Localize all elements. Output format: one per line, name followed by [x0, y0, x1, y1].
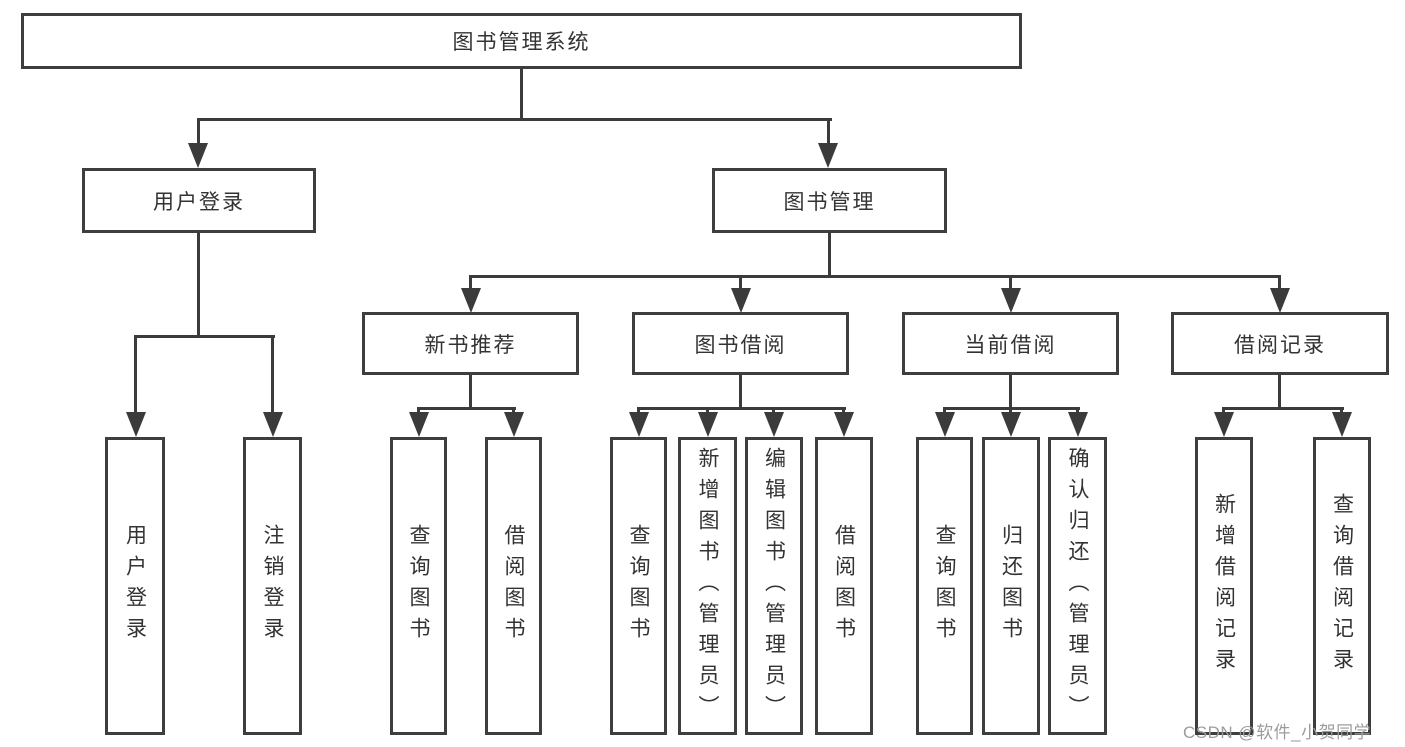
node-new-book-recommendation-label: 新书推荐 — [424, 333, 517, 357]
edge-borrowing-stem — [739, 375, 742, 410]
arrowhead-query-books-borrowing — [629, 412, 649, 437]
leaf-query-books-recommend-label: 查询图书 — [407, 524, 430, 648]
node-current-borrowing-label: 当前借阅 — [964, 333, 1057, 357]
leaf-query-books-current: 查询图书 — [916, 437, 973, 735]
edge-drop-add-borrow-record — [1222, 407, 1225, 416]
leaf-query-books-borrowing: 查询图书 — [610, 437, 667, 735]
arrowhead-query-borrow-record — [1332, 412, 1352, 437]
arrowhead-edit-books-admin — [764, 412, 784, 437]
edge-root-drop-book-management — [827, 118, 830, 145]
csdn-watermark: CSDN @软件_小贺同学 — [1183, 723, 1372, 742]
leaf-edit-books-admin-label: 编辑图书（管理员） — [762, 446, 786, 726]
leaf-query-borrow-record: 查询借阅记录 — [1313, 437, 1371, 735]
edge-current-stem — [1009, 375, 1012, 410]
leaf-add-books-admin-label: 新增图书（管理员） — [696, 446, 719, 726]
edge-drop-new-book-recommendation — [469, 275, 472, 291]
edge-book-management-stem — [828, 232, 831, 277]
edge-drop-return-books — [1009, 407, 1012, 416]
leaf-add-borrow-record-label: 新增借阅记录 — [1212, 493, 1236, 679]
edge-drop-leaf-user-login — [134, 335, 137, 414]
node-root: 图书管理系统 — [21, 13, 1022, 69]
edge-borrowing-bar — [637, 407, 846, 410]
edge-drop-borrow-books-recommend — [512, 407, 515, 416]
arrowhead-leaf-user-login — [126, 412, 146, 437]
edge-root-drop-user-login — [197, 118, 200, 145]
arrowhead-query-books-recommend — [409, 412, 429, 437]
leaf-return-books-label: 归还图书 — [999, 524, 1023, 648]
arrowhead-return-books — [1001, 412, 1021, 437]
arrowhead-borrow-books-recommend — [504, 412, 524, 437]
node-book-management-label: 图书管理 — [783, 190, 876, 214]
leaf-return-books: 归还图书 — [982, 437, 1040, 735]
leaf-borrow-books-borrowing: 借阅图书 — [815, 437, 873, 735]
node-book-borrowing: 图书借阅 — [632, 312, 849, 375]
node-root-label: 图书管理系统 — [452, 31, 591, 54]
edge-root-bar — [197, 118, 832, 121]
node-current-borrowing: 当前借阅 — [902, 312, 1119, 375]
edge-drop-query-books-borrowing — [637, 407, 640, 416]
arrowhead-leaf-logout — [263, 412, 283, 437]
leaf-add-books-admin: 新增图书（管理员） — [678, 437, 737, 735]
node-borrowing-records: 借阅记录 — [1171, 312, 1389, 375]
leaf-borrow-books-borrowing-label: 借阅图书 — [832, 524, 856, 648]
node-user-login-label: 用户登录 — [153, 190, 245, 214]
node-book-management: 图书管理 — [712, 168, 947, 233]
edge-drop-leaf-logout — [271, 335, 274, 414]
arrowhead-borrow-books-borrowing — [834, 412, 854, 437]
arrowhead-user-login — [188, 143, 208, 168]
arrowhead-add-borrow-record — [1214, 412, 1234, 437]
edge-root-stem — [520, 69, 523, 120]
edge-drop-book-borrowing — [739, 275, 742, 291]
node-borrowing-records-label: 借阅记录 — [1234, 333, 1326, 357]
edge-drop-edit-books-admin — [772, 407, 775, 416]
node-new-book-recommendation: 新书推荐 — [362, 312, 579, 375]
arrowhead-new-book-recommendation — [461, 288, 481, 313]
leaf-confirm-return-admin: 确认归还（管理员） — [1048, 437, 1107, 735]
arrowhead-add-books-admin — [698, 412, 718, 437]
edge-user-login-stem — [197, 233, 200, 337]
leaf-borrow-books-recommend-label: 借阅图书 — [502, 524, 525, 648]
edge-recommend-stem — [469, 375, 472, 410]
leaf-edit-books-admin: 编辑图书（管理员） — [745, 437, 803, 735]
edge-drop-query-books-recommend — [417, 407, 420, 416]
leaf-query-borrow-record-label: 查询借阅记录 — [1330, 493, 1354, 679]
arrowhead-confirm-return-admin — [1068, 412, 1088, 437]
edge-drop-borrowing-records — [1278, 275, 1281, 291]
node-book-borrowing-label: 图书借阅 — [694, 333, 787, 357]
leaf-borrow-books-recommend: 借阅图书 — [485, 437, 542, 735]
node-user-login: 用户登录 — [82, 168, 316, 233]
arrowhead-book-management — [818, 143, 838, 168]
arrowhead-current-borrowing — [1001, 288, 1021, 313]
leaf-query-books-current-label: 查询图书 — [933, 524, 956, 648]
leaf-logout: 注销登录 — [243, 437, 302, 735]
edge-drop-borrow-books-borrowing — [842, 407, 845, 416]
edge-records-stem — [1278, 375, 1281, 410]
leaf-user-login-label: 用户登录 — [123, 524, 147, 648]
leaf-logout-label: 注销登录 — [261, 524, 284, 648]
edge-user-login-bar — [134, 335, 275, 338]
arrowhead-borrowing-records — [1270, 288, 1290, 313]
leaf-confirm-return-admin-label: 确认归还（管理员） — [1066, 446, 1089, 726]
edge-drop-confirm-return-admin — [1076, 407, 1079, 416]
edge-recommend-bar — [417, 407, 516, 410]
edge-drop-current-borrowing — [1009, 275, 1012, 291]
edge-drop-query-books-current — [943, 407, 946, 416]
leaf-user-login: 用户登录 — [105, 437, 165, 735]
leaf-query-books-recommend: 查询图书 — [390, 437, 447, 735]
edge-drop-query-borrow-record — [1340, 407, 1343, 416]
arrowhead-book-borrowing — [731, 288, 751, 313]
edge-records-bar — [1222, 407, 1344, 410]
edge-book-management-bar — [469, 275, 1281, 278]
leaf-add-borrow-record: 新增借阅记录 — [1195, 437, 1253, 735]
leaf-query-books-borrowing-label: 查询图书 — [627, 524, 650, 648]
edge-drop-add-books-admin — [706, 407, 709, 416]
arrowhead-query-books-current — [935, 412, 955, 437]
